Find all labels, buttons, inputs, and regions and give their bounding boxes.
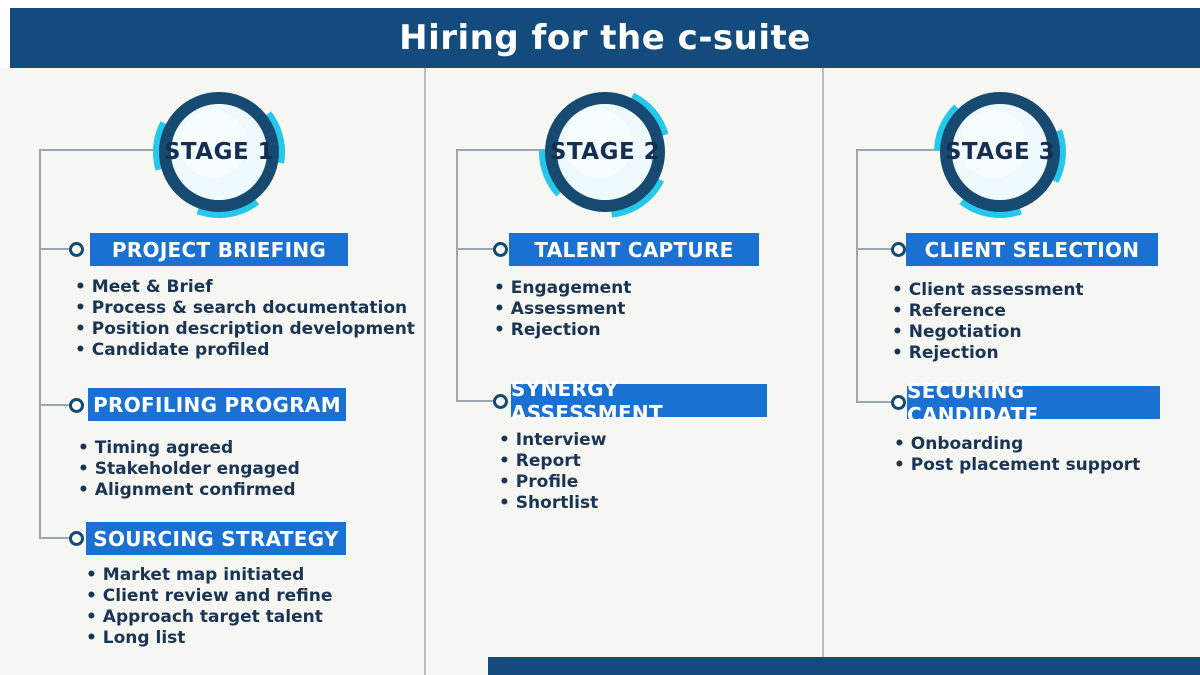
section-heading: PROFILING PROGRAM xyxy=(88,388,346,421)
connector-node xyxy=(493,394,508,409)
stage-label: STAGE 2 xyxy=(549,139,661,165)
bullet-item: Alignment confirmed xyxy=(76,480,300,501)
page-title: Hiring for the c-suite xyxy=(399,18,811,58)
bullet-item: Interview xyxy=(497,430,607,451)
bullet-item: Shortlist xyxy=(497,493,606,514)
bullet-item: Onboarding xyxy=(892,434,1140,455)
bullet-item: Process & search documentation xyxy=(73,298,415,319)
bullet-item: Rejection xyxy=(492,320,631,341)
bullet-list: Market map initiated Client review and r… xyxy=(84,565,333,649)
connector-hline xyxy=(40,149,158,151)
connector-hline xyxy=(857,248,893,250)
connector-node xyxy=(891,242,906,257)
stage-ring-icon xyxy=(934,86,1066,218)
bullet-list: Timing agreed Stakeholder engaged Alignm… xyxy=(76,438,300,501)
connector-node xyxy=(493,242,508,257)
connector-node xyxy=(69,531,84,546)
bullet-list: Meet & Brief Process & search documentat… xyxy=(73,277,415,361)
bullet-item: Approach target talent xyxy=(84,607,332,628)
connector-node xyxy=(69,242,84,257)
bullet-item: Assessment xyxy=(492,299,631,320)
connector-node xyxy=(891,395,906,410)
section-heading: SECURING CANDIDATE xyxy=(907,379,1160,427)
bottom-bar xyxy=(488,657,1200,675)
stage-1-badge: STAGE 1 xyxy=(147,80,291,224)
section-heading: SOURCING STRATEGY xyxy=(86,522,346,555)
bullet-item: Report xyxy=(497,451,606,472)
bullet-item: Client assessment xyxy=(890,280,1084,301)
connector-vline xyxy=(856,149,858,403)
section-heading: TALENT CAPTURE xyxy=(509,233,759,266)
bullet-item: Rejection xyxy=(890,343,1084,364)
bullet-list: Engagement Assessment Rejection xyxy=(492,278,632,341)
stage-ring-icon xyxy=(153,86,285,218)
connector-hline xyxy=(857,401,893,403)
bullet-item: Engagement xyxy=(492,278,632,299)
connector-hline xyxy=(40,248,71,250)
section-heading: SYNERGY ASSESSMENT xyxy=(511,377,767,425)
connector-vline xyxy=(39,149,41,539)
connector-hline xyxy=(857,149,940,151)
bullet-list: Onboarding Post placement support xyxy=(892,434,1141,476)
bullet-item: Post placement support xyxy=(892,455,1141,476)
connector-hline xyxy=(40,404,71,406)
section-heading: PROJECT BRIEFING xyxy=(90,233,348,266)
bullet-item: Negotiation xyxy=(890,322,1084,343)
stage-label: STAGE 1 xyxy=(163,139,275,165)
header-bar: Hiring for the c-suite xyxy=(10,8,1200,68)
bullet-item: Market map initiated xyxy=(84,565,332,586)
bullet-list: Interview Report Profile Shortlist xyxy=(497,430,607,514)
stage-2-badge: STAGE 2 xyxy=(533,80,677,224)
bullet-item: Candidate profiled xyxy=(73,340,415,361)
bullet-item: Position description development xyxy=(73,319,415,340)
stage-label: STAGE 3 xyxy=(944,139,1056,165)
connector-hline xyxy=(40,537,71,539)
connector-hline xyxy=(457,400,495,402)
bullet-item: Long list xyxy=(84,628,332,649)
bullet-item: Profile xyxy=(497,472,606,493)
column-divider xyxy=(424,68,426,675)
bullet-item: Timing agreed xyxy=(76,438,300,459)
column-divider xyxy=(822,68,824,675)
bullet-list: Client assessment Reference Negotiation … xyxy=(890,280,1084,364)
connector-vline xyxy=(456,149,458,402)
section-heading: CLIENT SELECTION xyxy=(906,233,1158,266)
stage-3-badge: STAGE 3 xyxy=(928,80,1072,224)
bullet-item: Reference xyxy=(890,301,1084,322)
bullet-item: Meet & Brief xyxy=(73,277,415,298)
stage-ring-icon xyxy=(539,85,671,218)
bullet-item: Stakeholder engaged xyxy=(76,459,300,480)
connector-hline xyxy=(457,248,495,250)
connector-node xyxy=(69,398,84,413)
connector-hline xyxy=(457,149,545,151)
bullet-item: Client review and refine xyxy=(84,586,333,607)
